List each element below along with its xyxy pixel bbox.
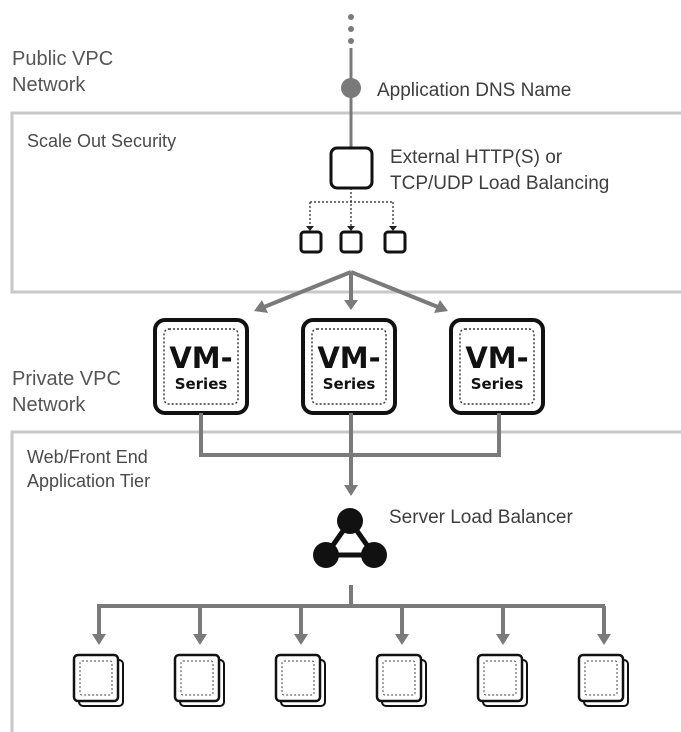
server-lb-label: Server Load Balancer [389, 507, 573, 528]
public-vpc-label: Public VPC Network [12, 46, 113, 98]
server-stack-icon [274, 653, 326, 707]
vm-series-2: VM- Series [301, 318, 397, 415]
scale-out-zone-border [10, 111, 681, 294]
web-tier-label: Web/Front End Application Tier [27, 445, 150, 493]
vm-series-1-top: VM- [169, 341, 232, 375]
ellipsis-dots [348, 14, 354, 44]
web-tier-line2: Application Tier [27, 471, 151, 491]
scale-out-security-label: Scale Out Security [27, 131, 177, 151]
vm-series-3-top: VM- [465, 341, 528, 375]
server-stack-icon [476, 653, 528, 707]
external-lb-line1: External HTTP(S) or [390, 147, 563, 168]
vm-series-3-bottom: Series [471, 375, 524, 393]
vm-series-1: VM- Series [153, 318, 249, 415]
private-vpc-label: Private VPC Network [12, 366, 121, 418]
instance-icon-3 [383, 230, 407, 254]
server-stack-icon [577, 653, 629, 707]
public-vpc-line2: Network [12, 74, 86, 96]
vm-arrows [263, 270, 439, 309]
server-stack-icon [72, 653, 124, 707]
external-lb-icon [329, 146, 374, 190]
vm-merge-lines [199, 413, 501, 486]
vm-series-2-bottom: Series [323, 375, 376, 393]
external-lb-label: External HTTP(S) or TCP/UDP Load Balanci… [390, 145, 609, 197]
server-icons [72, 653, 629, 707]
server-bus [97, 585, 606, 636]
instance-icon-2 [339, 230, 363, 254]
dns-label: Application DNS Name [377, 80, 572, 101]
server-lb-icon [313, 508, 387, 568]
vm-arrowheads [254, 300, 448, 313]
public-vpc-line1: Public VPC [12, 48, 114, 70]
external-lb-line2: TCP/UDP Load Balancing [390, 173, 610, 194]
dns-node [341, 78, 361, 98]
vm-series-3: VM- Series [449, 318, 545, 415]
server-lb-arrowhead [344, 485, 358, 496]
instance-icon-1 [299, 230, 323, 254]
private-vpc-line1: Private VPC [12, 368, 121, 390]
server-stack-icon [375, 653, 427, 707]
vm-series-1-bottom: Series [175, 375, 228, 393]
vm-series-2-top: VM- [317, 341, 380, 375]
server-arrowheads [92, 634, 611, 645]
lb-fanout [309, 188, 394, 228]
web-tier-line1: Web/Front End [27, 447, 148, 467]
web-tier-zone-border [10, 430, 681, 732]
private-vpc-line2: Network [12, 394, 86, 416]
fanout-arrowheads [306, 226, 397, 231]
server-stack-icon [173, 653, 225, 707]
